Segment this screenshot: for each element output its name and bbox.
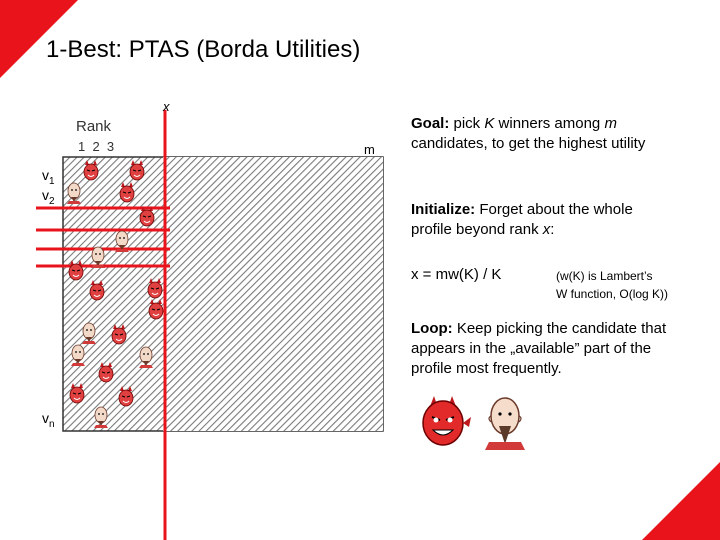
initialize-text: Initialize: Forget about the whole profi…: [411, 200, 633, 240]
rank-label: Rank: [76, 118, 111, 135]
rank-m-label: m: [364, 142, 375, 157]
lambert-note: (w(K) is Lambert’s W function, O(log K)): [556, 267, 668, 303]
formula-text: x = mw(K) / K: [411, 265, 501, 285]
bald-man-icon: [485, 398, 525, 450]
loop-text: Loop: Keep picking the candidate that ap…: [411, 319, 666, 379]
voter-label-v1: v1: [42, 167, 55, 187]
goal-text: Goal: pick K winners among m candidates,…: [411, 114, 645, 154]
rank-numbers: 1 2 3: [78, 139, 114, 154]
voter-label-vn: vn: [42, 410, 55, 430]
rank-x-label: x: [163, 99, 170, 114]
voter-label-v2: v2: [42, 187, 55, 207]
devil-icon-large: [423, 396, 471, 445]
